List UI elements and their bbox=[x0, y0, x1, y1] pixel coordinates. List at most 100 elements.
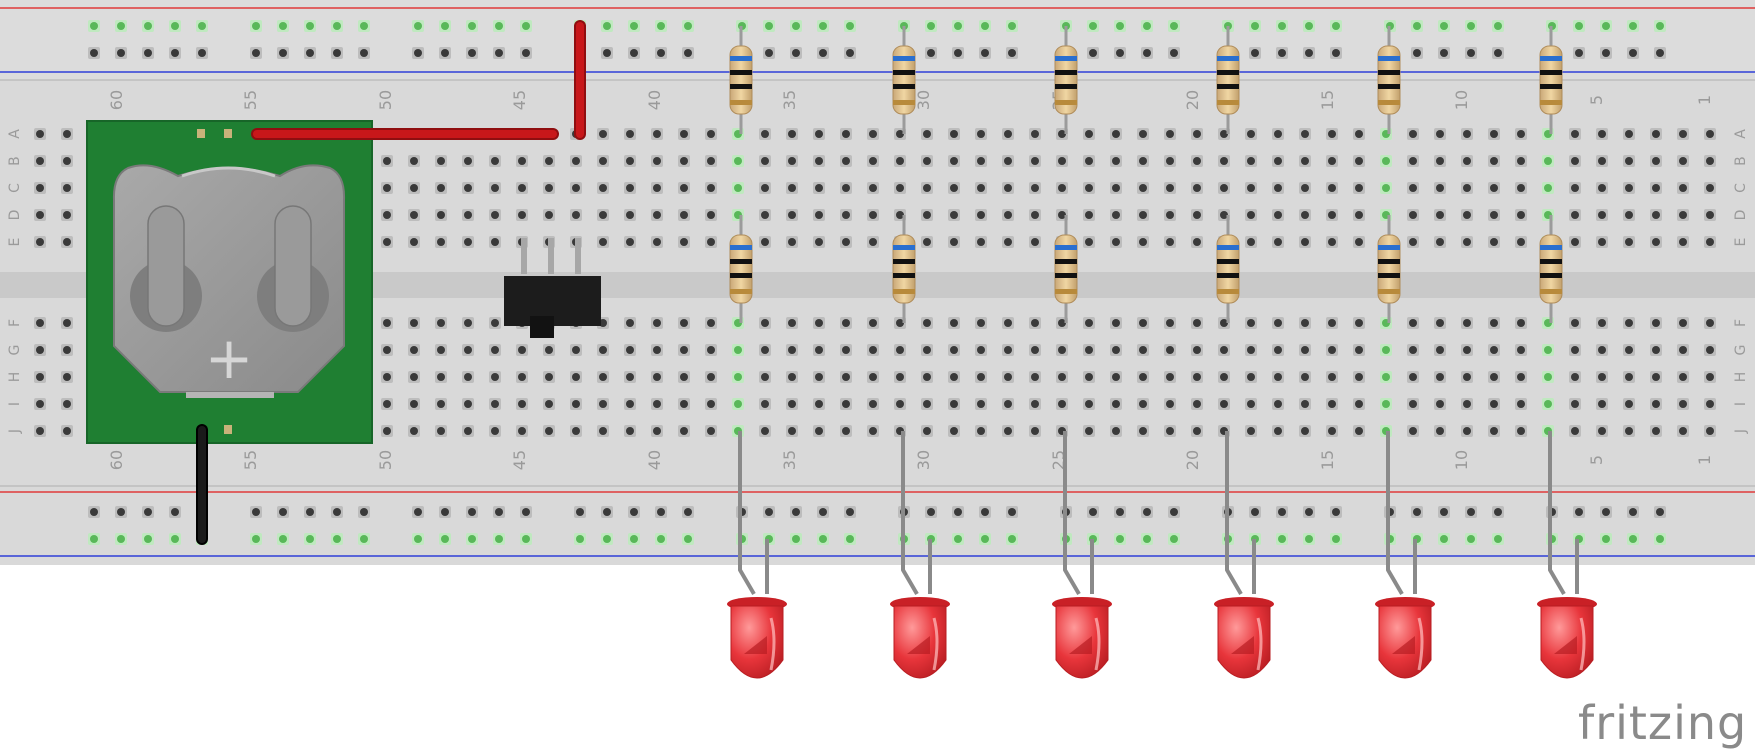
resistor-band bbox=[1378, 84, 1400, 89]
breadboard-hole bbox=[279, 508, 287, 516]
breadboard-hole bbox=[1409, 184, 1417, 192]
breadboard-hole bbox=[1571, 184, 1579, 192]
breadboard-hole bbox=[1490, 211, 1498, 219]
breadboard-hole bbox=[653, 130, 661, 138]
breadboard-hole bbox=[1143, 22, 1151, 30]
resistor-band bbox=[893, 259, 915, 264]
breadboard-hole bbox=[896, 211, 904, 219]
breadboard-hole bbox=[680, 346, 688, 354]
resistor bbox=[1539, 215, 1563, 323]
breadboard-hole bbox=[144, 535, 152, 543]
breadboard-hole bbox=[1166, 373, 1174, 381]
breadboard-hole bbox=[1112, 157, 1120, 165]
breadboard-hole bbox=[383, 211, 391, 219]
breadboard-hole bbox=[599, 157, 607, 165]
breadboard-hole bbox=[63, 319, 71, 327]
breadboard-hole bbox=[1602, 535, 1610, 543]
breadboard-hole bbox=[630, 535, 638, 543]
breadboard-hole bbox=[1413, 508, 1421, 516]
resistor bbox=[1216, 26, 1240, 134]
breadboard-hole bbox=[1598, 238, 1606, 246]
breadboard-hole bbox=[1656, 508, 1664, 516]
breadboard-hole bbox=[437, 400, 445, 408]
resistor-band bbox=[1378, 100, 1400, 105]
breadboard-hole bbox=[1494, 49, 1502, 57]
resistor-band bbox=[893, 245, 915, 250]
breadboard-hole bbox=[1629, 508, 1637, 516]
breadboard-hole bbox=[518, 211, 526, 219]
switch-lever[interactable] bbox=[530, 316, 554, 338]
breadboard-hole bbox=[1679, 157, 1687, 165]
breadboard-hole bbox=[1517, 373, 1525, 381]
breadboard-hole bbox=[1706, 400, 1714, 408]
breadboard-hole bbox=[815, 373, 823, 381]
breadboard-hole bbox=[1278, 535, 1286, 543]
breadboard-hole bbox=[788, 157, 796, 165]
breadboard-hole bbox=[1328, 238, 1336, 246]
breadboard-hole bbox=[1652, 346, 1660, 354]
breadboard-hole bbox=[63, 157, 71, 165]
breadboard-hole bbox=[680, 184, 688, 192]
breadboard-hole bbox=[923, 346, 931, 354]
breadboard-hole bbox=[734, 157, 742, 165]
breadboard-hole bbox=[1058, 346, 1066, 354]
breadboard-hole bbox=[680, 238, 688, 246]
resistor-band bbox=[893, 84, 915, 89]
breadboard-hole bbox=[1031, 130, 1039, 138]
breadboard-hole bbox=[518, 157, 526, 165]
breadboard-hole bbox=[1332, 508, 1340, 516]
breadboard-hole bbox=[1436, 400, 1444, 408]
breadboard-hole bbox=[1656, 535, 1664, 543]
breadboard-hole bbox=[572, 184, 580, 192]
resistor-band bbox=[893, 289, 915, 294]
breadboard-hole bbox=[1328, 427, 1336, 435]
breadboard-hole bbox=[464, 319, 472, 327]
breadboard-hole bbox=[1598, 427, 1606, 435]
breadboard-hole bbox=[869, 346, 877, 354]
switch-pin bbox=[521, 238, 527, 274]
breadboard-hole bbox=[1301, 130, 1309, 138]
breadboard-hole bbox=[977, 346, 985, 354]
breadboard-hole bbox=[1031, 319, 1039, 327]
breadboard-hole bbox=[306, 535, 314, 543]
breadboard-hole bbox=[923, 211, 931, 219]
breadboard-hole bbox=[657, 49, 665, 57]
breadboard-hole bbox=[842, 157, 850, 165]
breadboard-hole bbox=[1625, 373, 1633, 381]
breadboard-hole bbox=[1170, 535, 1178, 543]
breadboard-hole bbox=[815, 130, 823, 138]
breadboard-hole bbox=[599, 130, 607, 138]
breadboard-hole bbox=[437, 427, 445, 435]
breadboard-hole bbox=[1436, 157, 1444, 165]
breadboard-hole bbox=[1251, 49, 1259, 57]
breadboard-hole bbox=[1274, 373, 1282, 381]
breadboard-hole bbox=[923, 130, 931, 138]
battery-holder[interactable]: + bbox=[86, 120, 373, 444]
breadboard-hole bbox=[1058, 130, 1066, 138]
breadboard-hole bbox=[572, 373, 580, 381]
breadboard-hole bbox=[279, 22, 287, 30]
breadboard-hole bbox=[626, 157, 634, 165]
breadboard-hole bbox=[1436, 211, 1444, 219]
row-letter: A bbox=[7, 129, 23, 139]
breadboard-hole bbox=[1652, 157, 1660, 165]
breadboard-hole bbox=[1490, 427, 1498, 435]
slide-switch[interactable] bbox=[504, 238, 601, 338]
breadboard-hole bbox=[495, 49, 503, 57]
breadboard-hole bbox=[1382, 184, 1390, 192]
column-number: 55 bbox=[241, 450, 260, 470]
breadboard-hole bbox=[923, 157, 931, 165]
breadboard-hole bbox=[846, 49, 854, 57]
breadboard-hole bbox=[626, 373, 634, 381]
led-body bbox=[730, 605, 784, 679]
column-number: 50 bbox=[376, 450, 395, 470]
breadboard-hole bbox=[1571, 211, 1579, 219]
column-number: 40 bbox=[645, 450, 664, 470]
breadboard-hole bbox=[1598, 346, 1606, 354]
breadboard-hole bbox=[761, 400, 769, 408]
breadboard-hole bbox=[1004, 130, 1012, 138]
breadboard-hole bbox=[545, 184, 553, 192]
breadboard-hole bbox=[1652, 319, 1660, 327]
breadboard-hole bbox=[306, 508, 314, 516]
breadboard-hole bbox=[1679, 319, 1687, 327]
